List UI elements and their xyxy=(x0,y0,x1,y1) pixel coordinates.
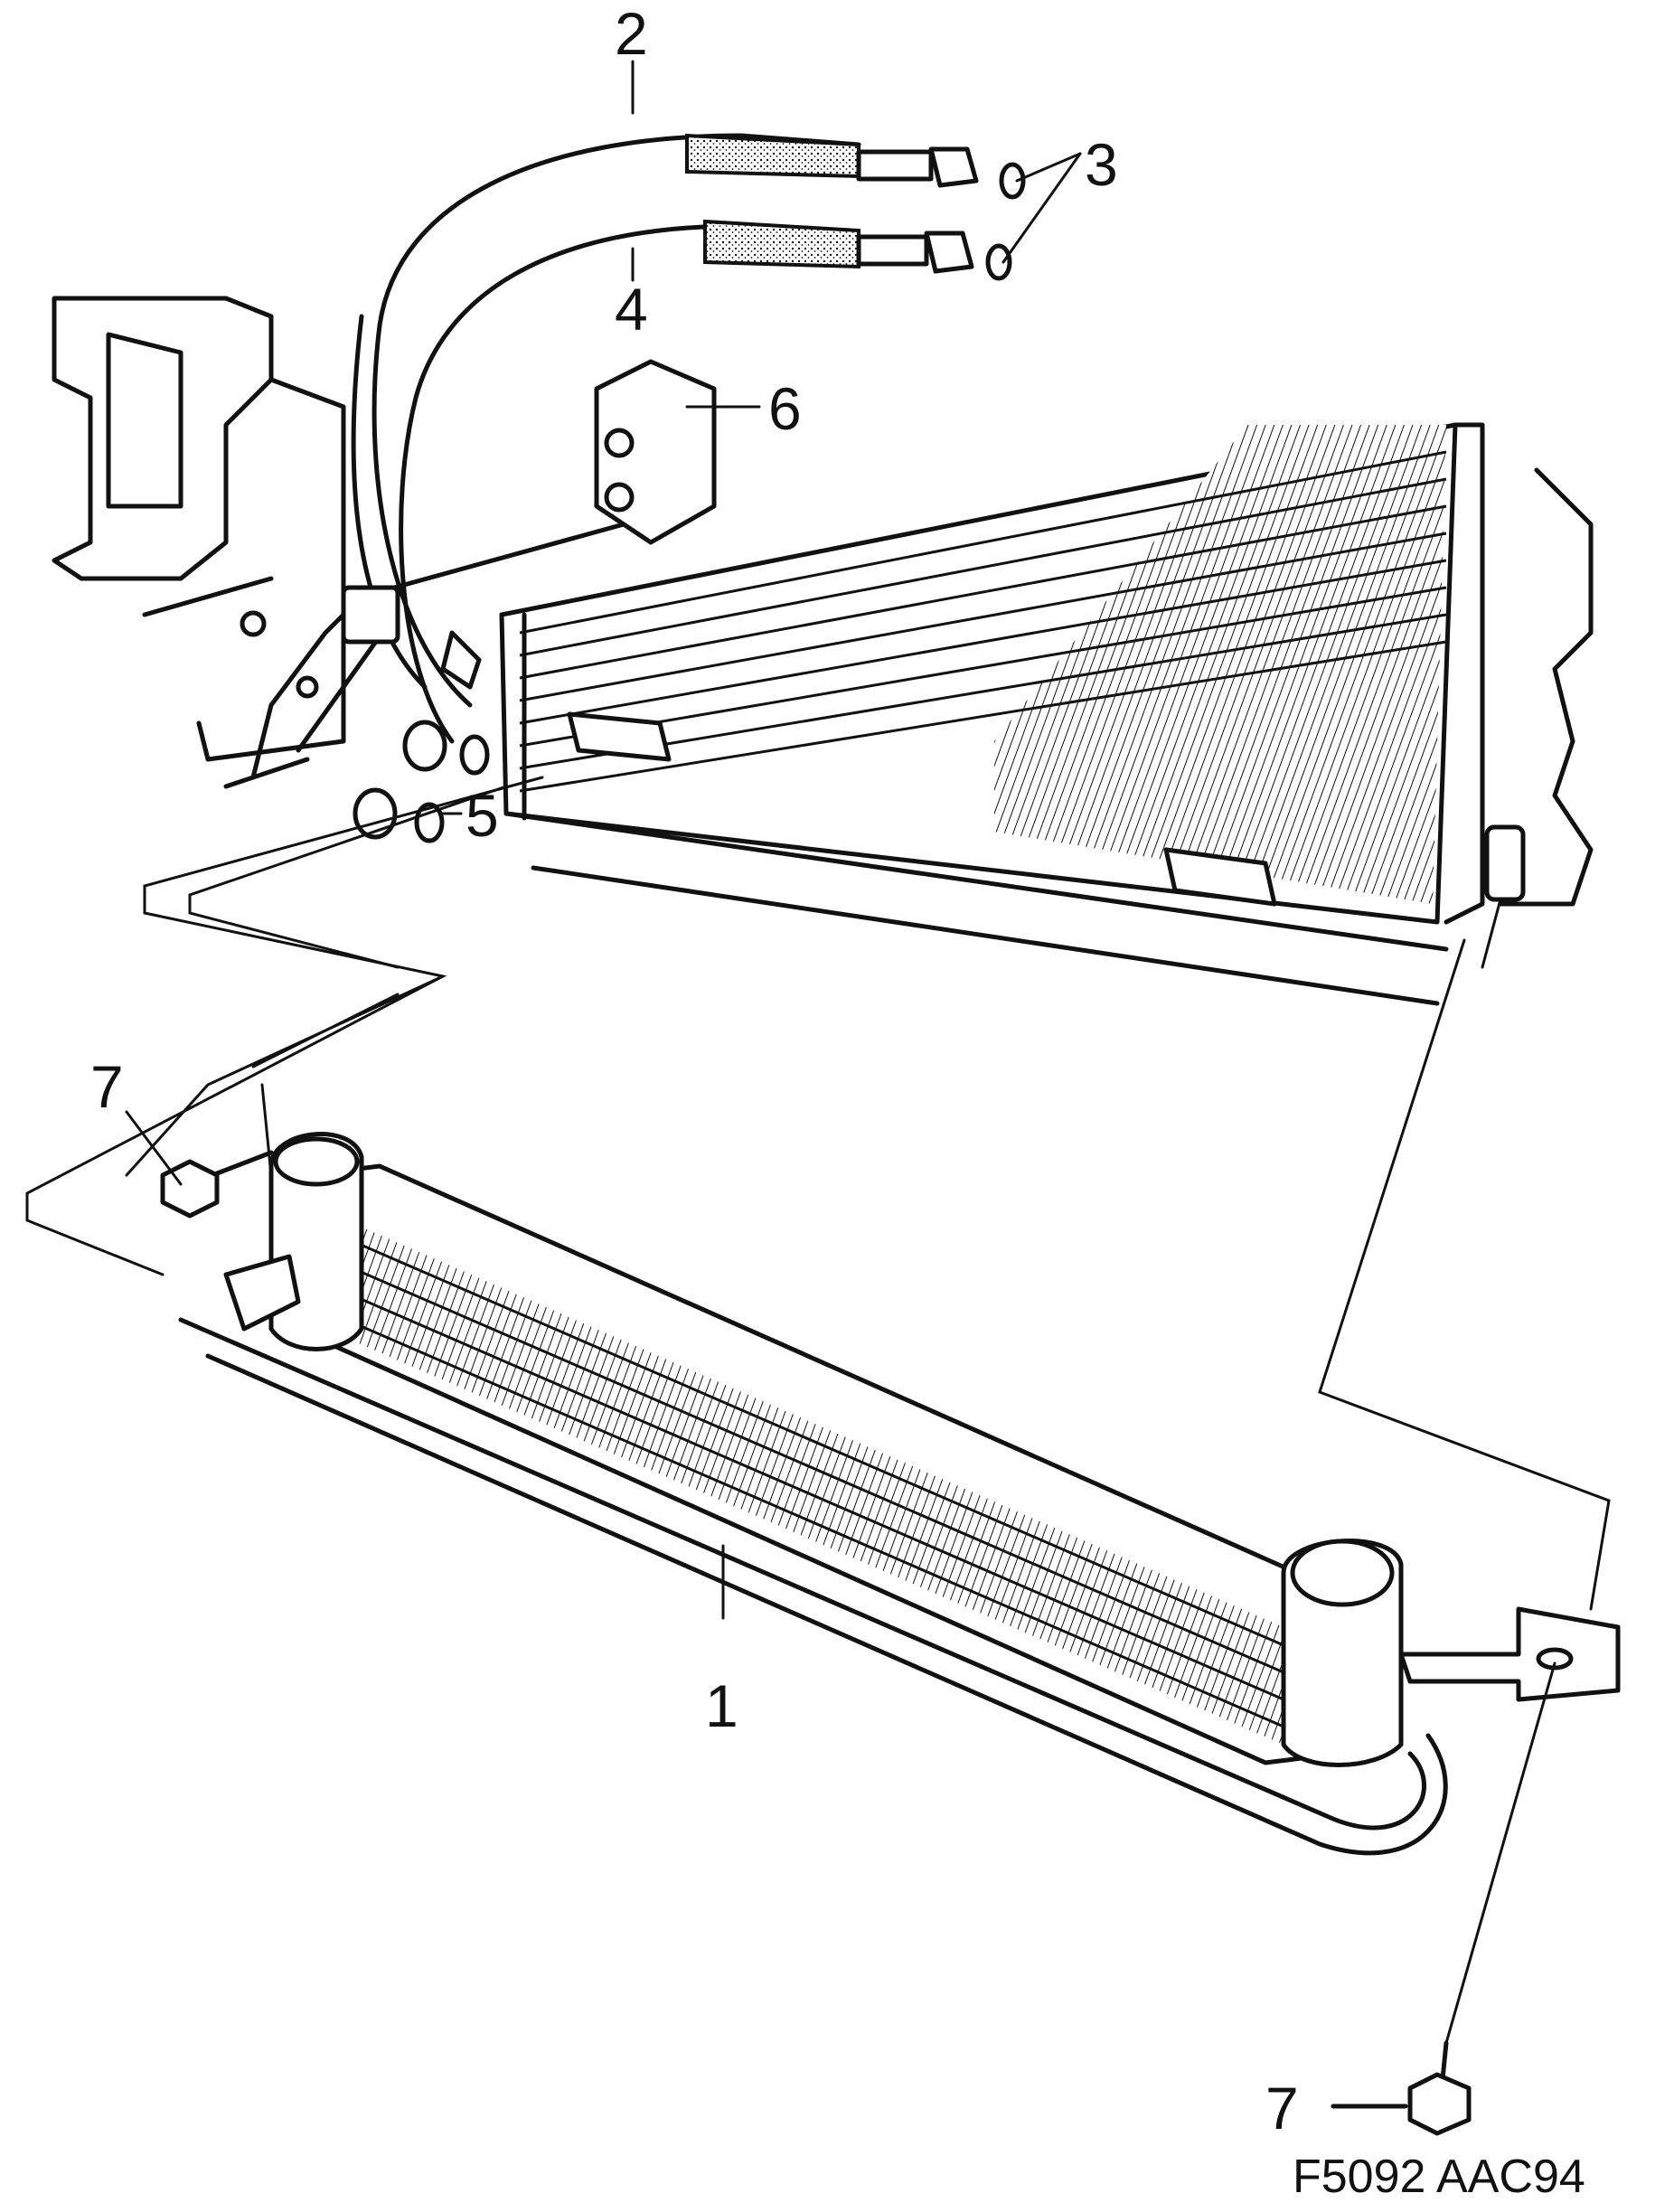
mounting-bracket xyxy=(52,296,346,789)
routing-lines xyxy=(25,776,1611,1611)
callout-leaders xyxy=(125,60,1082,1620)
callout-label-5: 5 xyxy=(466,782,499,849)
figure-code: F5092 AAC94 xyxy=(1293,2151,1585,2203)
radiator xyxy=(499,422,1594,1006)
oil-cooler xyxy=(178,1132,1621,1856)
callout-label-4: 4 xyxy=(615,276,648,343)
hose-clamp-block xyxy=(359,359,717,599)
callout-label-1: 1 xyxy=(705,1672,738,1739)
callout-label-2: 2 xyxy=(615,0,648,67)
callout-label-7-right: 7 xyxy=(1265,2075,1299,2141)
bolt-left xyxy=(160,1083,274,1219)
pipe-routing xyxy=(250,585,490,843)
callout-label-7-left: 7 xyxy=(90,1053,124,1120)
bolt-right xyxy=(1331,1661,1556,2136)
callout-label-3: 3 xyxy=(1085,131,1118,198)
callout-label-6: 6 xyxy=(768,375,802,442)
lower-hose xyxy=(399,219,1012,744)
